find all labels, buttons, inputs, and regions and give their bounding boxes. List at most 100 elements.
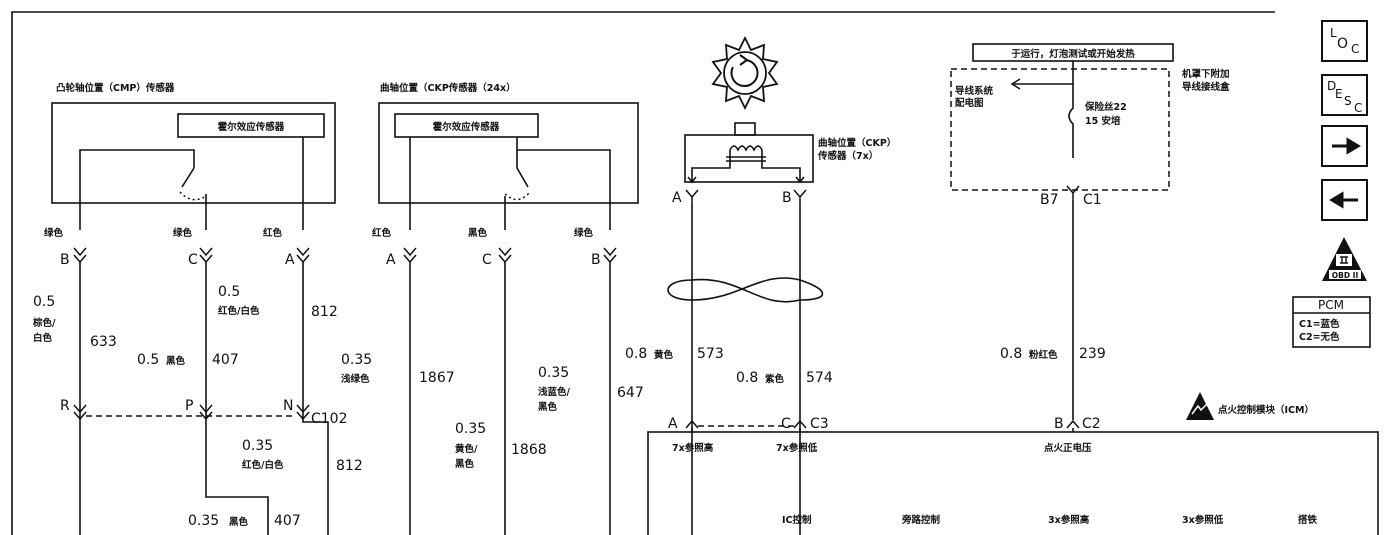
wire-812-size: 0.5 — [218, 284, 240, 300]
wire-647-color1: 浅蓝色/ — [538, 386, 571, 398]
wire-573-size: 0.8 — [625, 346, 647, 362]
wire-812b-number: 812 — [336, 458, 363, 474]
icm-label-7x-ref-high: 7x参照高 — [672, 442, 714, 454]
previous-page-button[interactable] — [1321, 179, 1368, 221]
ckp24-sensor: 曲轴位置（CKP传感器（24x） 霍尔效应传感器 红色 黑色 绿色 A C B — [372, 82, 639, 268]
cmp-pin1-color: 绿色 — [44, 227, 64, 239]
wire-633-number: 633 — [90, 334, 117, 350]
fuse-22-icon — [1068, 84, 1074, 158]
cmp-pin2-color: 绿色 — [173, 227, 193, 239]
wire-1868-size: 0.35 — [455, 421, 486, 437]
icm-label-7x-ref-low: 7x参照低 — [776, 442, 818, 454]
wire-1868-number: 1868 — [511, 442, 547, 458]
cmp-sensor-title: 凸轮轴位置（CMP）传感器 — [56, 82, 175, 94]
c102-pin-p-connector — [199, 404, 213, 421]
wire-633-color2: 白色 — [33, 332, 53, 344]
wire-407b-size: 0.35 — [188, 513, 219, 529]
ckp7-sensor-body — [684, 134, 814, 183]
ckp24-switch — [516, 137, 529, 188]
ckp7-coil-core — [726, 156, 766, 162]
icm-title: 点火控制模块（ICM） — [1218, 404, 1314, 416]
cmp-pin2-connector — [199, 247, 213, 264]
wire-239-number: 239 — [1079, 346, 1106, 362]
ckp7-sensor-tip — [734, 122, 756, 136]
c1-b7-connector — [1066, 185, 1080, 200]
ckp24-pin2-connector — [498, 247, 512, 264]
esd-warning-icon — [1186, 392, 1214, 420]
wire-407b-number: 407 — [274, 513, 301, 529]
wire-1867-color: 浅绿色 — [341, 373, 370, 385]
ckp24-pin3-connector — [603, 247, 617, 264]
ckp7-pin-b-connector — [793, 189, 807, 204]
wire-812-color: 红色/白色 — [218, 305, 260, 317]
c102-pin-n: N — [283, 398, 293, 414]
wire-1867-number: 1867 — [419, 370, 455, 386]
wire-239-color: 粉红色 — [1029, 349, 1058, 361]
pcm-legend-box — [1292, 296, 1371, 348]
wire-812b-color: 红色/白色 — [242, 459, 284, 471]
ckp7-label-line1: 曲轴位置（CKP） — [818, 137, 896, 149]
cmp-internal-wire-b — [79, 149, 195, 230]
icm-label-ground: 搭铁 — [1298, 514, 1318, 526]
c3-pin-c: C — [781, 416, 791, 432]
c102-pin-r-connector — [73, 404, 87, 421]
ckp24-pin1-connector — [403, 247, 417, 264]
ckp24-pin2-color: 黑色 — [468, 227, 488, 239]
c102-pin-n-connector — [296, 404, 310, 421]
ckp24-pin1-letter: A — [386, 252, 396, 268]
ckp24-hall-sensor-label: 霍尔效应传感器 — [433, 121, 500, 133]
c3-name: C3 — [810, 416, 829, 432]
wire-633-size: 0.5 — [33, 294, 55, 310]
ckp7-coil-lead-b — [761, 150, 801, 183]
c2-pin-b-connector — [1066, 419, 1080, 429]
obd-ii-button[interactable]: OBD II — [1322, 237, 1367, 281]
wire-573-number: 573 — [697, 346, 724, 362]
wire-647-number: 647 — [617, 385, 644, 401]
wire-633-color1: 棕色/ — [32, 317, 56, 329]
wire-812b-size: 0.35 — [242, 438, 273, 454]
ckp24-pin2-letter: C — [482, 252, 492, 268]
ckp24-internal-wire-b — [517, 149, 611, 230]
wire-407b-color: 黑色 — [229, 516, 249, 528]
wire-407-size: 0.5 — [137, 352, 159, 368]
c2-name: C2 — [1082, 416, 1101, 432]
ckp24-pin1-color: 红色 — [372, 227, 392, 239]
cmp-hall-sensor-label: 霍尔效应传感器 — [218, 121, 285, 133]
arrow-right-icon — [1332, 137, 1361, 155]
icm-label-3x-ref-low: 3x参照低 — [1182, 514, 1224, 526]
loc-letter-l: L — [1330, 26, 1337, 40]
ckp24-pin3-color: 绿色 — [574, 227, 594, 239]
obd-ii-label: OBD II — [1332, 271, 1359, 280]
arrow-left-icon — [1329, 191, 1358, 209]
wire-1867-size: 0.35 — [341, 352, 372, 368]
icm-label-bypass-control: 旁路控制 — [901, 514, 941, 526]
wire-407 — [205, 262, 269, 535]
fuse-block-right-line1: 机罩下附加 — [1182, 68, 1230, 80]
desc-letter-d: D — [1327, 79, 1336, 93]
description-button[interactable]: D E S C — [1321, 74, 1368, 116]
fuse-label-line1: 保险丝22 — [1084, 101, 1127, 113]
c102-pin-r: R — [60, 398, 70, 414]
cmp-hall-sensor-box — [177, 113, 325, 138]
cmp-pin3-connector — [296, 247, 310, 264]
c1-pin-b7: B7 — [1040, 192, 1059, 208]
fuse-feed-wire — [1014, 61, 1074, 85]
pcm-legend: PCM C1=蓝色 C2=无色 — [1292, 296, 1371, 348]
icm-box — [647, 431, 1379, 535]
c1-name: C1 — [1083, 192, 1102, 208]
cmp-pin3-letter: A — [285, 252, 295, 268]
icm-label-ignition-voltage: 点火正电压 — [1044, 442, 1092, 454]
next-page-button[interactable] — [1321, 125, 1368, 167]
cmp-pin3-color: 红色 — [263, 227, 283, 239]
page-frame — [11, 11, 1275, 535]
icm-label-ic-control: IC控制 — [782, 514, 812, 526]
location-button[interactable]: L O C — [1321, 20, 1368, 62]
cmp-switch — [181, 167, 195, 188]
icm-label-3x-ref-high: 3x参照高 — [1048, 514, 1090, 526]
desc-letter-s: S — [1344, 94, 1352, 108]
wire-407-color: 黑色 — [166, 355, 186, 367]
loc-letter-c: C — [1351, 42, 1359, 56]
ckp7-label-line2: 传感器（7x） — [817, 150, 878, 162]
ckp7-pin-b: B — [782, 190, 792, 206]
